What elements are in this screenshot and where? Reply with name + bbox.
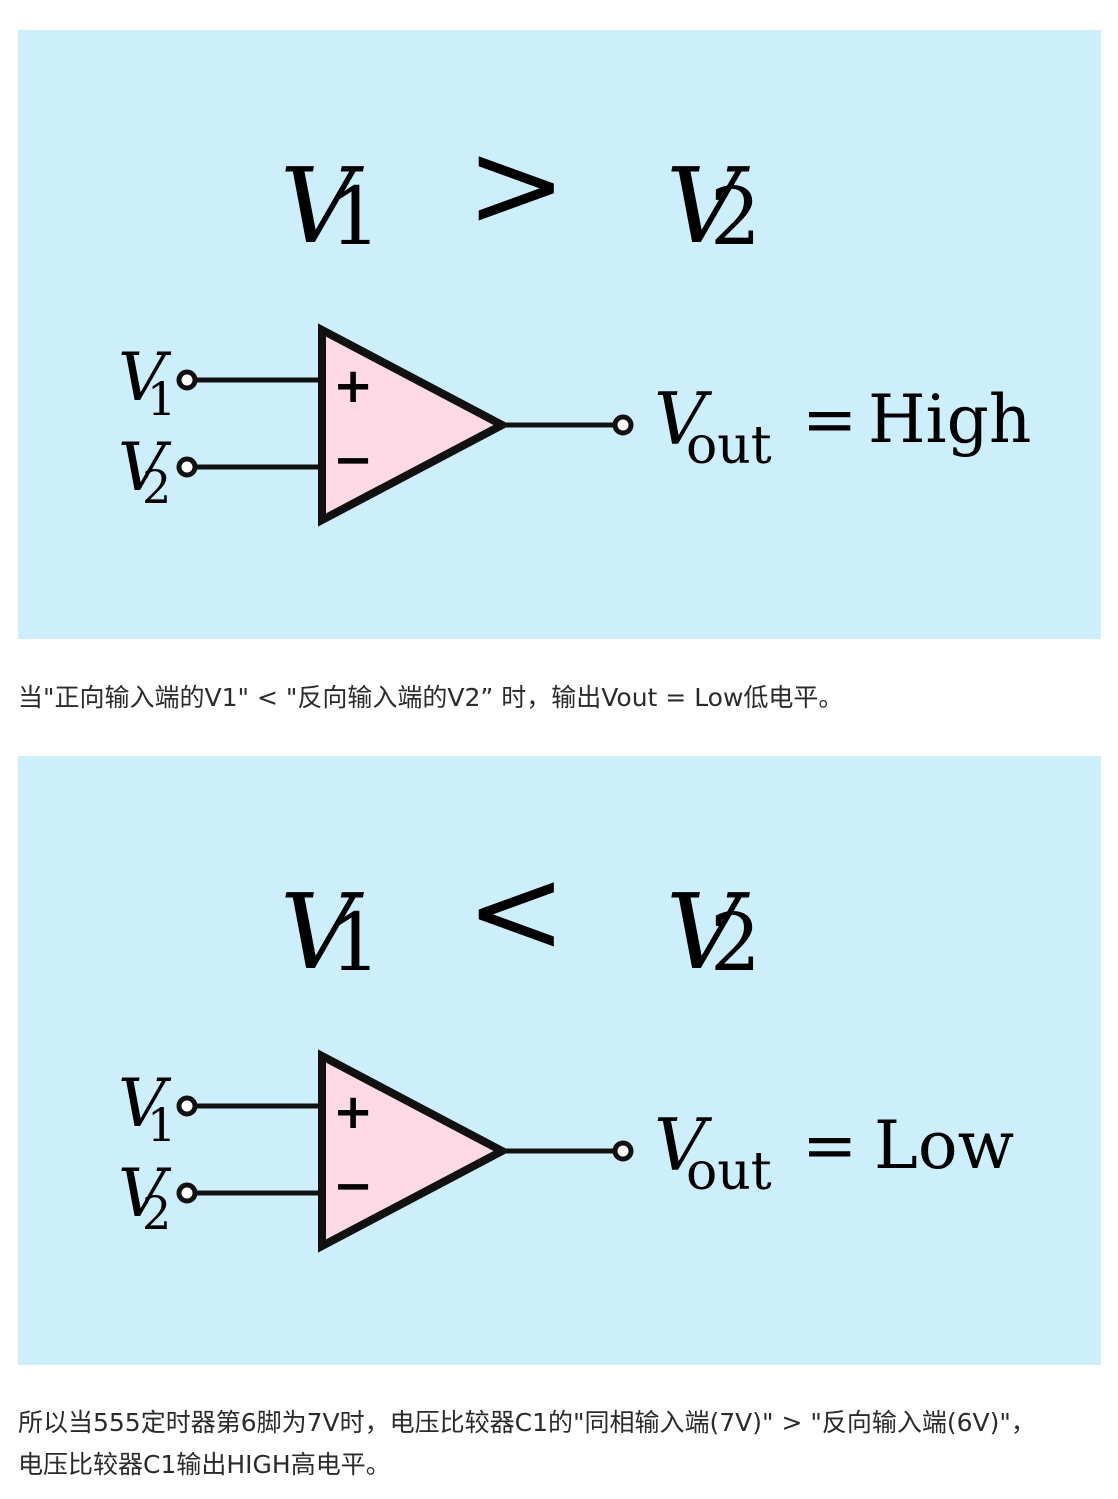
- compare-left-sub: 1: [330, 170, 381, 263]
- minus-sign: −: [333, 432, 373, 488]
- caption-conclusion: 所以当555定时器第6脚为7V时，电压比较器C1的"同相输入端(7V)" > "…: [18, 1402, 1098, 1486]
- op-amp-triangle: [318, 323, 511, 527]
- input-1-sub: 1: [147, 1098, 176, 1152]
- caption-line-2: 电压比较器C1输出HIGH高电平。: [18, 1450, 391, 1479]
- output-value: Low: [874, 1107, 1014, 1184]
- compare-left-sub: 1: [330, 896, 381, 989]
- output-sub: out: [686, 1142, 772, 1202]
- input-2-label: V: [118, 429, 172, 506]
- op-amp-schematic: V 1 < V 2 V 1 V 2 + − V out = Low: [118, 842, 1014, 1253]
- output-equals: =: [802, 381, 857, 458]
- caption-low-condition: 当"正向输入端的V1" < "反向输入端的V2” 时，输出Vout = Low低…: [18, 677, 1098, 719]
- input-2-sub: 2: [142, 1186, 171, 1240]
- output-label: V: [654, 377, 713, 461]
- compare-right-v: V: [666, 145, 750, 267]
- compare-right-sub: 2: [710, 170, 761, 263]
- input-1-terminal: [176, 369, 198, 391]
- output-value: High: [868, 381, 1031, 458]
- output-label: V: [654, 1103, 713, 1187]
- op-amp-triangle: [318, 1049, 511, 1253]
- comparator-diagram-low: V 1 < V 2 V 1 V 2 + − V out = Low: [18, 756, 1101, 1365]
- input-2-sub: 2: [142, 460, 171, 514]
- caption-text: 当"正向输入端的V1" < "反向输入端的V2” 时，输出Vout = Low低…: [18, 683, 844, 712]
- minus-sign: −: [333, 1158, 373, 1214]
- compare-operator: >: [466, 116, 567, 255]
- output-terminal: [612, 1140, 634, 1162]
- input-2-terminal: [176, 456, 198, 478]
- input-2-terminal: [176, 1182, 198, 1204]
- comparator-diagram-high: V 1 > V 2 V 1 V 2 + − V out = High: [18, 30, 1101, 639]
- compare-right-sub: 2: [710, 896, 761, 989]
- caption-line-1: 所以当555定时器第6脚为7V时，电压比较器C1的"同相输入端(7V)" > "…: [18, 1408, 1036, 1437]
- compare-operator: <: [466, 842, 567, 981]
- input-1-label: V: [118, 339, 172, 416]
- compare-left-v: V: [280, 145, 364, 267]
- op-amp-schematic: V 1 > V 2 V 1 V 2 + − V out = High: [118, 116, 1031, 527]
- input-2-label: V: [118, 1155, 172, 1232]
- output-equals: =: [802, 1107, 857, 1184]
- input-1-terminal: [176, 1095, 198, 1117]
- compare-left-v: V: [280, 871, 364, 993]
- output-terminal: [612, 414, 634, 436]
- input-1-label: V: [118, 1065, 172, 1142]
- compare-right-v: V: [666, 871, 750, 993]
- plus-sign: +: [333, 358, 373, 414]
- input-1-sub: 1: [147, 372, 176, 426]
- output-sub: out: [686, 416, 772, 476]
- plus-sign: +: [333, 1084, 373, 1140]
